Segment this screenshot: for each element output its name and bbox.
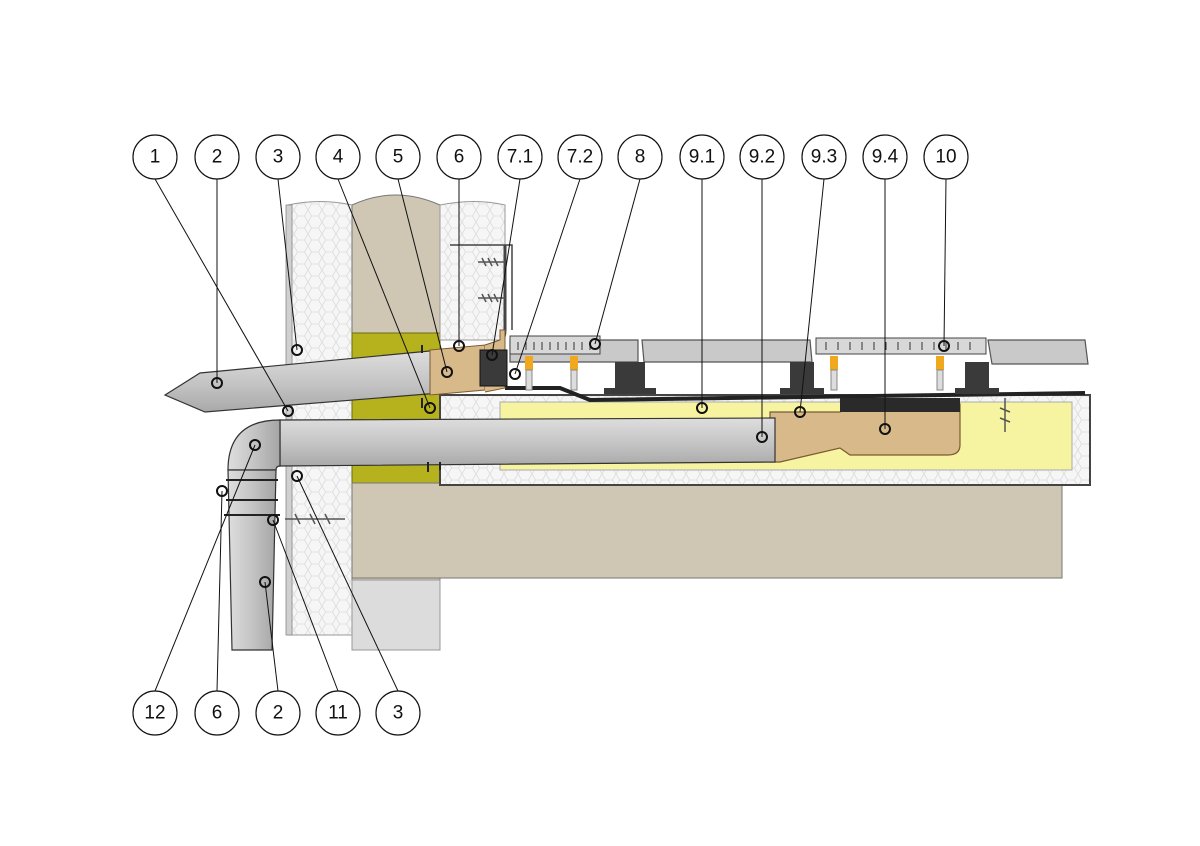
callout-label: 12 [144,703,165,724]
balcony-drain-body [769,403,961,463]
callout-label: 5 [393,147,404,168]
callout-label: 7.2 [567,147,593,168]
screw-icons [285,257,1011,525]
callout-label: 9.1 [689,147,715,168]
target-marker [282,405,294,417]
target-marker [291,470,303,482]
target-marker [441,366,453,378]
callout-bubble [923,134,969,180]
callout-bubble [557,134,603,180]
exterior-insulation [285,201,353,636]
target-marker [211,377,223,389]
target-marker [509,368,521,380]
callout-label: 10 [935,147,956,168]
callout-bubble [617,134,663,180]
pipe-clamps [224,345,441,516]
callout-label: 2 [212,147,223,168]
callout-bubble [255,134,301,180]
callout-label: 2 [273,703,284,724]
target-marker [216,485,228,497]
target-marker [938,340,950,352]
balcony-slab [351,479,1063,579]
callout-label: 1 [150,147,161,168]
pedestals [604,362,999,394]
target-marker [291,344,303,356]
wall-fitting [429,344,486,396]
callout-bubble [497,134,543,180]
leader-line [514,178,581,375]
target-marker [794,406,806,418]
callout-bubble [315,690,361,736]
target-marker [756,431,768,443]
leader-line [296,475,399,692]
callout-label: 6 [454,147,465,168]
target-marker [453,340,465,352]
leader-line [216,490,223,692]
callout-bubble [132,134,178,180]
leader-line [337,178,431,409]
target-marker [486,349,498,361]
target-marker [424,402,436,414]
callout-bubble [436,134,482,180]
callout-label: 3 [273,147,284,168]
callout-bubble [739,134,785,180]
callout-label: 7.1 [507,147,533,168]
supports [525,356,944,391]
leader-line [943,178,947,347]
pipe-elbow [227,419,281,471]
leader-line [264,581,279,692]
callout-label: 4 [333,147,344,168]
callout-label: 8 [635,147,646,168]
leader-line [154,178,289,412]
callout-bubble [132,690,178,736]
drain-pipe [279,417,776,467]
target-marker [879,423,891,435]
callout-label: 9.4 [872,147,899,168]
interior-insulation [439,201,506,341]
leader-line [154,444,256,692]
leader-line [799,178,825,413]
target-marker [249,439,261,451]
leader-line [272,519,339,692]
callout-label: 6 [212,703,223,724]
leader-line [277,178,298,351]
target-marker [589,338,601,350]
callout-bubble [375,134,421,180]
leader-line [491,178,521,356]
lower-wall [351,579,441,651]
callout-bubble [315,134,361,180]
callout-label: 9.3 [811,147,837,168]
callout-bubble [194,134,240,180]
target-marker [696,402,708,414]
callout-bubble [801,134,847,180]
sealing-collar [479,349,508,387]
callout-label: 3 [393,703,404,724]
callout-bubble [194,690,240,736]
callout-bubble [375,690,421,736]
callout-bubble [255,690,301,736]
leader-line [397,178,448,373]
target-marker [267,514,279,526]
target-marker [259,576,271,588]
callout-bubble [679,134,725,180]
downpipe [227,469,277,651]
callout-label: 9.2 [749,147,775,168]
callout-bubble [862,134,908,180]
leader-line [594,178,641,345]
callout-label: 11 [328,703,348,724]
